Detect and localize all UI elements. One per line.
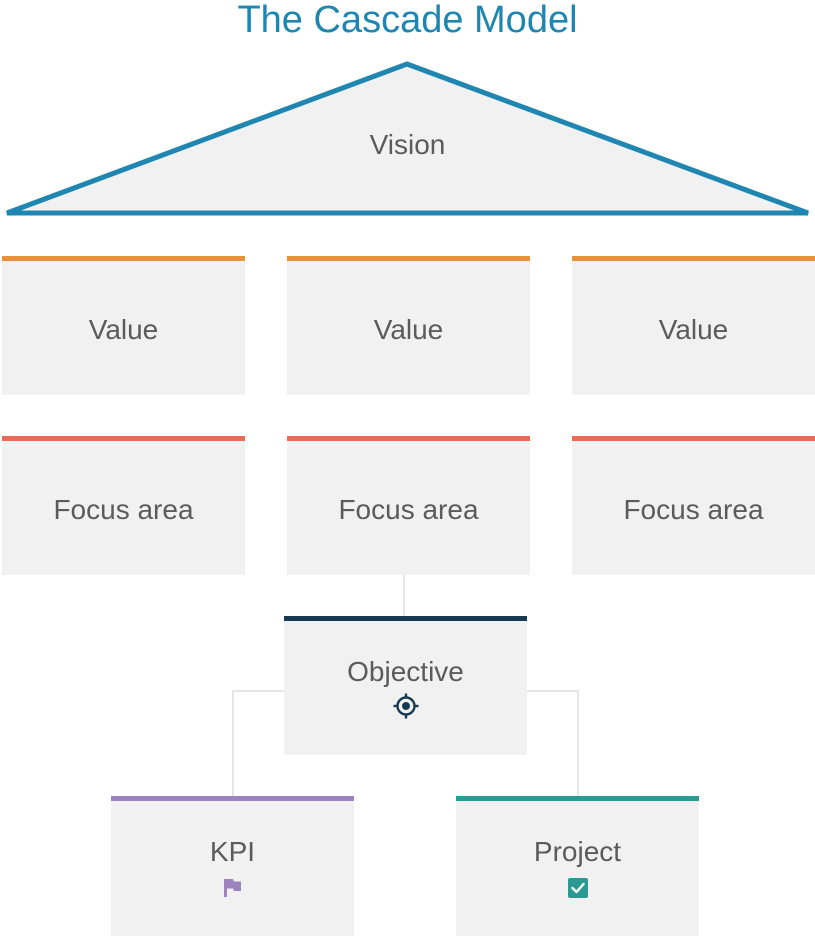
value-box-1: Value [2,256,245,395]
vision-label: Vision [369,129,446,160]
focus-area-label: Focus area [623,494,764,525]
flag-icon [223,879,241,897]
project-label: Project [533,836,622,867]
value-label: Value [658,314,729,345]
checkbox-icon [567,878,588,898]
objective-label: Objective [347,656,464,687]
focus-area-label: Focus area [53,494,194,525]
value-label: Value [88,314,159,345]
value-label: Value [373,314,444,345]
kpi-box: KPI [111,796,354,936]
value-box-3: Value [572,256,815,395]
focus-area-box-2: Focus area [287,436,530,575]
vision-triangle [6,61,809,216]
focus-area-label: Focus area [338,494,479,525]
focus-area-box-1: Focus area [2,436,245,575]
focus-area-box-3: Focus area [572,436,815,575]
project-box: Project [456,796,699,936]
diagram-title: The Cascade Model [237,0,578,41]
target-icon [393,693,418,719]
objective-box: Objective [284,616,527,755]
kpi-label: KPI [209,836,256,867]
value-box-2: Value [287,256,530,395]
